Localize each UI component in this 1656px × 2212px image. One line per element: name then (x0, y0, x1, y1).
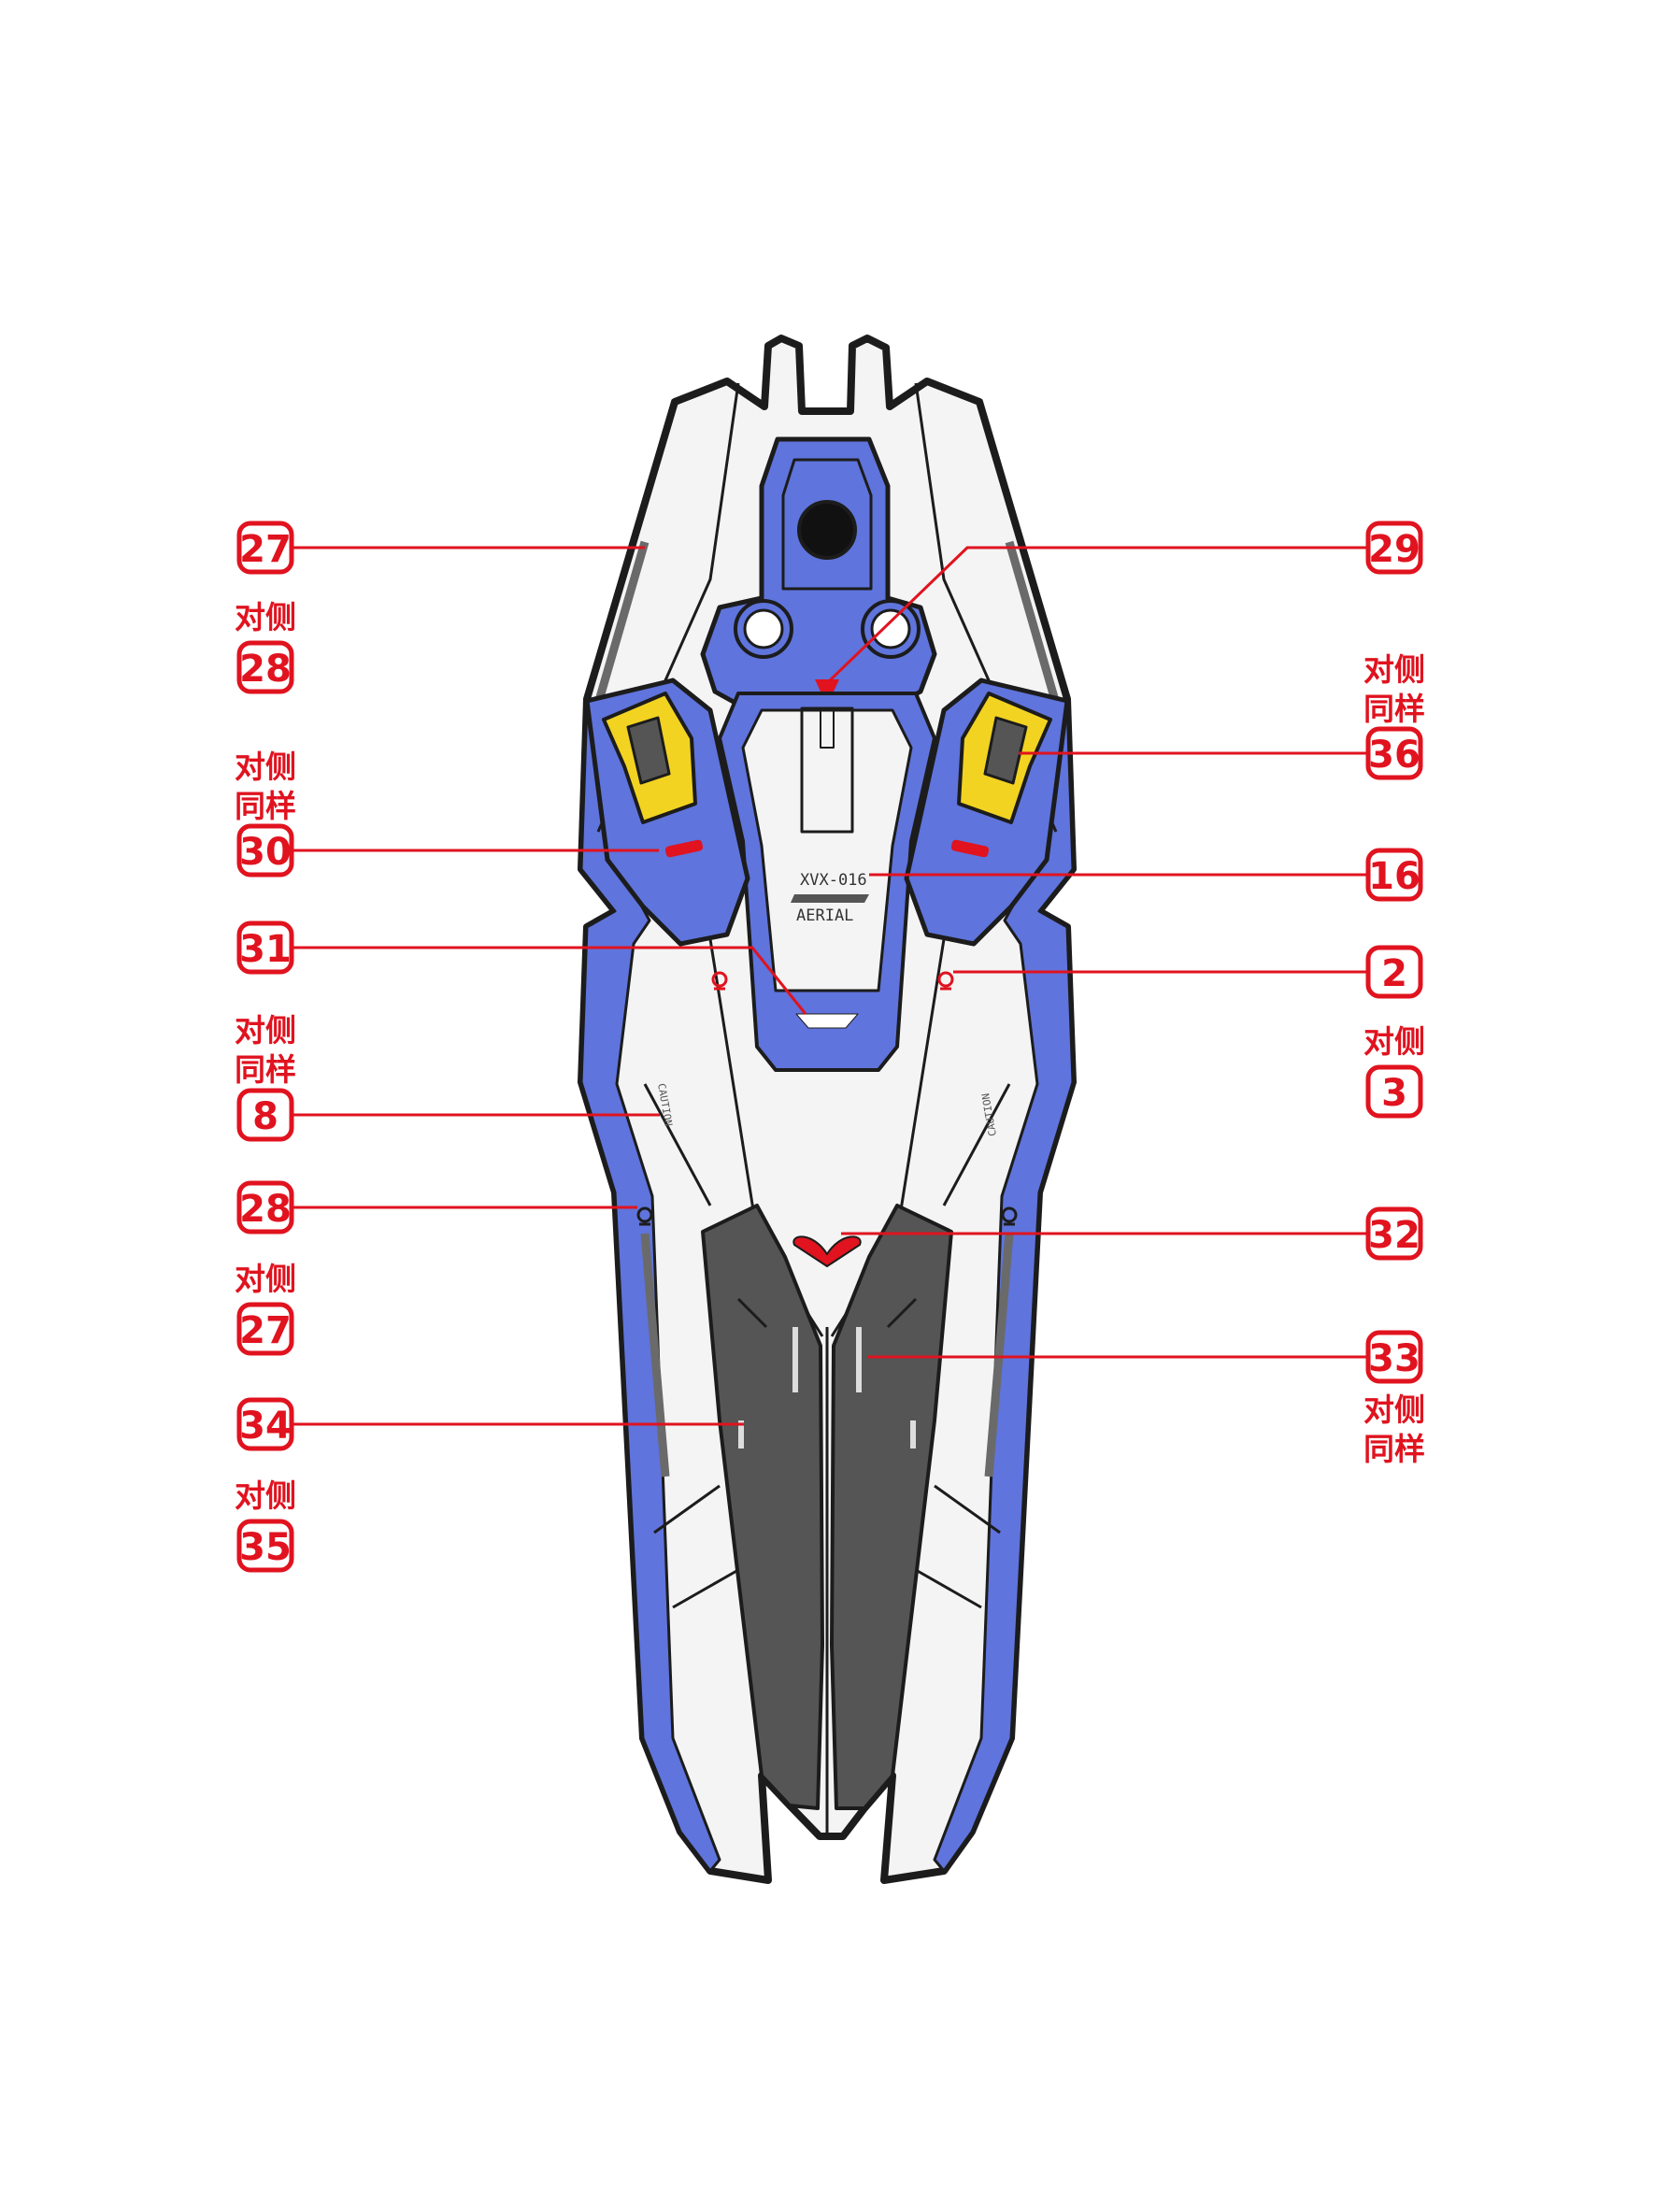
callout-35-label: 35 (239, 1526, 292, 1569)
red-marks-left (664, 839, 704, 858)
callout-31: 31 (236, 920, 294, 975)
skirt-line-left-2 (672, 1568, 739, 1609)
callout-27: 27 (236, 521, 294, 575)
callout-16: 16 (1365, 848, 1423, 902)
callout-29-label: 29 (1368, 528, 1420, 571)
lower-stripe-left (640, 1233, 670, 1477)
callout-36-note-1: 对侧 (1363, 651, 1425, 688)
callout-3-label: 3 (1381, 1072, 1407, 1115)
callout-8-label: 8 (252, 1095, 278, 1138)
o-mark-right (937, 971, 954, 991)
decal-name-text: AERIAL (796, 906, 853, 925)
callout-16-label: 16 (1368, 855, 1420, 898)
callout-30: 对侧 同样 30 (235, 749, 296, 878)
callout-27-label: 27 (239, 528, 292, 571)
callout-8: 对侧 同样 8 (235, 1012, 296, 1142)
decal-stripe (791, 894, 869, 903)
callout-34-label: 34 (239, 1405, 292, 1448)
yellow-block-right-window (983, 716, 1028, 785)
callout-8-note-2: 同样 (235, 1051, 296, 1088)
o-mark-lower-left (636, 1206, 653, 1226)
skirt-line-right-1 (934, 1484, 1001, 1534)
callout-28b-label: 28 (239, 1188, 292, 1231)
callouts-left: 27 对侧 28 对侧 同样 30 31 对侧 同样 8 28 对侧 (235, 521, 296, 1573)
callout-36-label: 36 (1368, 734, 1420, 777)
callout-36: 对侧 同样 36 (1363, 651, 1425, 780)
callout-3-note: 对侧 (1363, 1023, 1425, 1060)
callout-28: 对侧 28 (235, 599, 296, 694)
callout-33-label: 33 (1368, 1337, 1420, 1380)
callout-30-note-2: 同样 (235, 788, 296, 824)
sensor-right (870, 608, 911, 649)
callout-33-note-1: 对侧 (1363, 1391, 1425, 1428)
callout-36-note-2: 同样 (1363, 691, 1425, 727)
callout-8-note-1: 对侧 (235, 1012, 296, 1049)
callout-30-note-1: 对侧 (235, 749, 296, 785)
callout-2: 2 (1365, 945, 1423, 999)
decal-model-text: XVX-016 (800, 871, 867, 890)
callout-34: 34 (236, 1397, 294, 1451)
shield-illustration: XVX-016 AERIAL CAUTION CAUTION (578, 335, 1077, 1884)
center-emblem-bottom (795, 1013, 859, 1029)
grey-diag-left (736, 1297, 768, 1329)
callouts-right: 29 对侧 同样 36 16 2 对侧 3 32 33 对侧 同 (1363, 521, 1425, 1467)
callout-27b-note: 对侧 (235, 1261, 296, 1297)
sensor-center (797, 500, 857, 560)
center-emblem-top (815, 679, 839, 692)
callout-30-label: 30 (239, 831, 292, 874)
skirt-line-left-1 (653, 1484, 721, 1534)
heart-emblem (792, 1235, 862, 1267)
center-chevron-white (741, 708, 913, 992)
o-mark-lower-right (1001, 1206, 1018, 1226)
grey-decal-4 (910, 1420, 916, 1449)
callout-28-label: 28 (239, 648, 292, 691)
leader-lines (293, 546, 1368, 1426)
mid-diag-left (643, 1083, 712, 1206)
center-slot-inner (820, 707, 835, 749)
callout-32: 32 (1365, 1206, 1423, 1261)
callout-35-note: 对侧 (235, 1477, 296, 1514)
grey-decal-3 (738, 1420, 744, 1449)
wing-stripe-left (592, 540, 650, 712)
mid-diag-right (942, 1083, 1011, 1206)
callout-32-label: 32 (1368, 1214, 1420, 1257)
callout-2-label: 2 (1381, 952, 1407, 995)
yellow-block-left-window (626, 716, 671, 785)
callout-27b-label: 27 (239, 1309, 292, 1352)
red-marks-right (950, 839, 990, 858)
skirt-line-right-2 (915, 1568, 982, 1609)
callout-3: 对侧 3 (1363, 1023, 1425, 1119)
callout-33: 33 对侧 同样 (1363, 1330, 1425, 1467)
o-mark-left (711, 971, 728, 991)
grey-decal-1 (792, 1327, 798, 1392)
callout-27b: 对侧 27 (235, 1261, 296, 1356)
callout-28b: 28 (236, 1180, 294, 1234)
grey-decal-2 (856, 1327, 862, 1392)
wing-stripe-right (1005, 540, 1063, 712)
callout-31-label: 31 (239, 928, 292, 971)
callout-33-note-2: 同样 (1363, 1431, 1425, 1467)
callout-28-note: 对侧 (235, 599, 296, 635)
grey-diag-right (886, 1297, 918, 1329)
leader-31 (293, 946, 807, 1015)
callout-29: 29 (1365, 521, 1423, 575)
leader-29 (828, 546, 1368, 682)
sensor-left (743, 608, 784, 649)
lower-stripe-right (984, 1233, 1014, 1477)
center-slot (800, 706, 854, 834)
callout-35: 对侧 35 (235, 1477, 296, 1573)
